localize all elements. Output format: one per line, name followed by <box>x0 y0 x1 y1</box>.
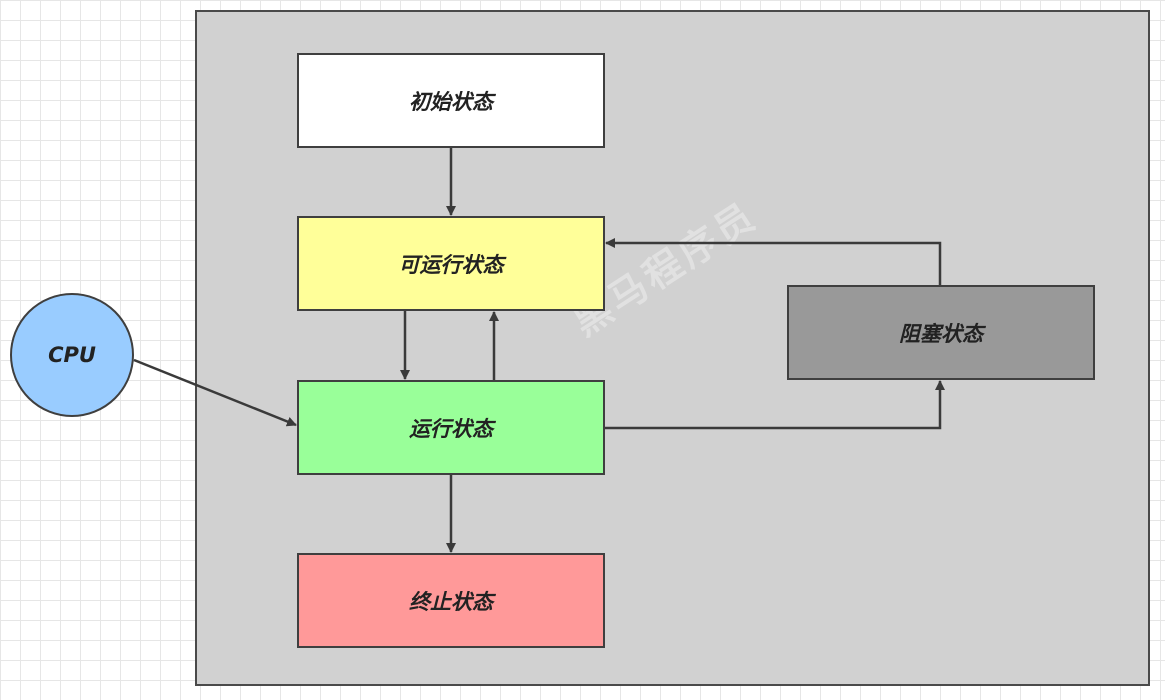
node-initial-state: 初始状态 <box>297 53 605 148</box>
node-blocked-state: 阻塞状态 <box>787 285 1095 380</box>
node-running-state: 运行状态 <box>297 380 605 475</box>
node-runnable-state: 可运行状态 <box>297 216 605 311</box>
node-terminated-state: 终止状态 <box>297 553 605 648</box>
node-cpu: CPU <box>10 293 134 417</box>
